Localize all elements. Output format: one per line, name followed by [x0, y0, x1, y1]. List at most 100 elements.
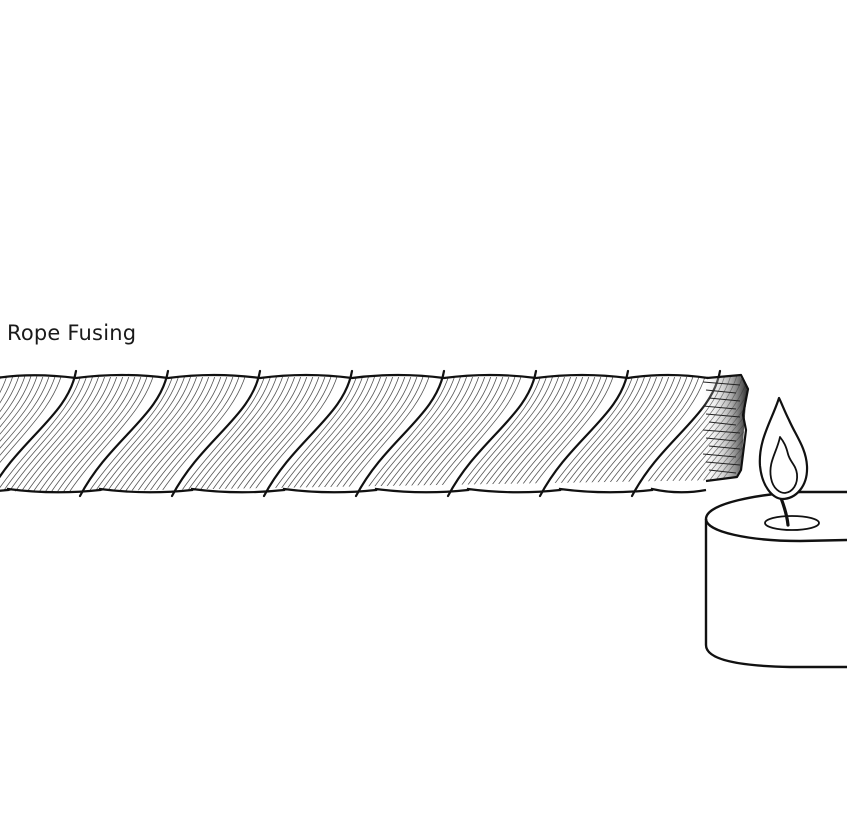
- rope-fiber: [489, 374, 579, 492]
- rope-fiber: [312, 374, 401, 492]
- rope-fiber: [526, 374, 615, 492]
- wax-pool: [764, 515, 820, 531]
- rope-fiber: [545, 374, 635, 492]
- rope-fiber: [0, 374, 45, 492]
- rope-strand-edge: [170, 369, 262, 498]
- rope-fiber: [134, 374, 223, 492]
- rope-fiber: [0, 374, 57, 492]
- rope-fiber: [226, 374, 315, 492]
- rope-fiber: [465, 374, 555, 492]
- rope-fiber: [0, 374, 89, 492]
- rope-fiber: [66, 374, 155, 492]
- rope-fiber: [588, 374, 677, 492]
- rope-fiber: [404, 374, 493, 492]
- rope-fiber: [416, 374, 505, 492]
- rope-fiber: [434, 374, 523, 492]
- rope-fiber: [201, 374, 291, 492]
- rope-fiber: [299, 374, 389, 492]
- rope-fused-end: [700, 373, 750, 483]
- rope-fiber: [146, 374, 235, 492]
- rope-fiber: [397, 374, 487, 492]
- rope-fiber: [17, 374, 107, 492]
- rope-fiber: [520, 374, 609, 492]
- rope-fiber: [0, 374, 63, 492]
- rope-fiber: [305, 374, 395, 492]
- rope-fiber: [54, 374, 143, 492]
- rope-fiber: [600, 374, 689, 492]
- rope-fiber: [287, 374, 377, 492]
- rope-fiber: [514, 374, 603, 492]
- rope-fiber: [453, 374, 543, 492]
- rope-fiber: [318, 374, 407, 492]
- rope-fiber: [459, 374, 549, 492]
- rope-fiber: [428, 374, 517, 492]
- rope-fiber: [5, 374, 95, 492]
- rope-fiber: [324, 374, 413, 492]
- rope-fiber: [128, 374, 217, 492]
- rope-fiber: [250, 374, 339, 492]
- rope-fiber: [0, 374, 21, 492]
- rope-fiber: [361, 374, 451, 492]
- rope-fiber: [508, 374, 597, 492]
- rope-fiber: [0, 374, 83, 492]
- rope-fiber: [336, 374, 425, 492]
- rope-fiber: [581, 374, 671, 492]
- rope-bottom-edge: [0, 487, 707, 494]
- rope-fiber: [42, 374, 131, 492]
- rope-fiber: [213, 374, 303, 492]
- rope-fiber: [563, 374, 653, 492]
- rope-fiber: [140, 374, 229, 492]
- rope-fiber: [48, 374, 137, 492]
- rope-fiber: [183, 374, 273, 492]
- rope-fiber: [575, 374, 665, 492]
- rope-fiber: [483, 374, 573, 492]
- rope-fiber: [29, 374, 119, 492]
- rope-fiber: [391, 374, 481, 492]
- rope-fiber: [594, 374, 683, 492]
- rope-fiber: [373, 374, 463, 492]
- rope-fiber: [0, 374, 51, 492]
- rope-fiber: [275, 374, 365, 492]
- rope-strand-edge: [446, 369, 538, 498]
- rope-fiber: [281, 374, 371, 492]
- rope-fiber: [207, 374, 297, 492]
- rope-fiber: [0, 374, 39, 492]
- rope-fiber: [152, 374, 241, 492]
- rope-fiber: [330, 374, 419, 492]
- rope-fiber: [232, 374, 321, 492]
- rope-fiber: [115, 374, 205, 492]
- rope-fiber: [11, 374, 101, 492]
- rope-fiber: [244, 374, 333, 492]
- rope-fiber: [0, 374, 33, 492]
- rope-fiber: [606, 374, 695, 492]
- rope-fiber: [238, 374, 327, 492]
- rope-strand-outlines: [0, 369, 722, 498]
- rope-strand-edge: [538, 369, 630, 498]
- rope-fiber: [158, 374, 247, 492]
- rope-fiber: [422, 374, 511, 492]
- rope-fiber: [379, 374, 469, 492]
- rope-fiber: [551, 374, 641, 492]
- rope-fiber: [502, 374, 591, 492]
- rope-strand-edge: [262, 369, 354, 498]
- rope-fiber: [410, 374, 499, 492]
- rope-fiber: [269, 374, 359, 492]
- rope-fiber: [189, 374, 279, 492]
- diagram-title: Rope Fusing: [7, 321, 137, 345]
- rope-fiber: [496, 374, 585, 492]
- rope-fiber: [109, 374, 199, 492]
- rope-fiber: [0, 374, 9, 492]
- rope-strand-edge: [354, 369, 446, 498]
- rope-fiber: [477, 374, 567, 492]
- rope-fiber: [342, 374, 431, 492]
- rope-fiber: [569, 374, 659, 492]
- flame-icon: [758, 396, 809, 501]
- rope-fiber: [0, 374, 27, 492]
- candle-icon: [704, 490, 847, 669]
- rope-illustration: [0, 369, 750, 498]
- rope-fiber: [91, 374, 181, 492]
- rope-fiber: [557, 374, 647, 492]
- rope-strand-edge: [0, 369, 78, 479]
- rope-fiber: [612, 374, 701, 492]
